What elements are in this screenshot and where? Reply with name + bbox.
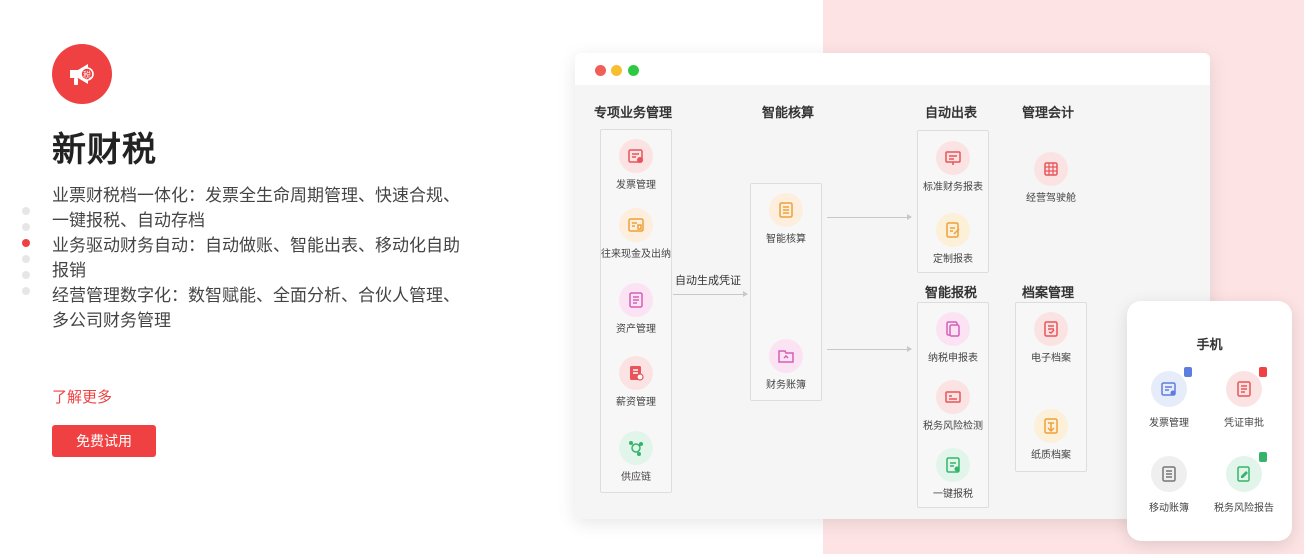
page-title: 新财税 xyxy=(52,130,157,170)
mobile-item-ledger[interactable]: 移动账簿 xyxy=(1129,456,1209,514)
payroll-icon xyxy=(619,356,653,390)
item-label: 往来现金及出纳 xyxy=(601,249,671,260)
section-title-accounting: 智能核算 xyxy=(762,106,815,121)
electronic-archive-icon xyxy=(1034,312,1068,346)
flow-arrow xyxy=(827,346,912,352)
close-dot-icon xyxy=(595,65,606,76)
item-label: 薪资管理 xyxy=(616,397,656,408)
item-label: 经营驾驶舱 xyxy=(1026,193,1076,204)
item-payroll-management[interactable]: 薪资管理 xyxy=(598,356,674,410)
custom-report-icon xyxy=(936,213,970,247)
mobile-voucher-icon xyxy=(1226,367,1267,407)
section-title-business: 专项业务管理 xyxy=(594,106,673,121)
ledger-icon xyxy=(769,339,803,373)
mobile-badge-icon xyxy=(1259,367,1267,377)
item-electronic-archive[interactable]: 电子档案 xyxy=(1013,312,1089,366)
product-logo: 税 xyxy=(52,44,112,104)
report-icon xyxy=(936,141,970,175)
feature-line: 业务驱动财务自动：自动做账、智能出表、移动化自助报销 xyxy=(52,236,460,281)
risk-check-icon xyxy=(936,380,970,414)
tax-return-icon xyxy=(936,312,970,346)
feature-description: 业票财税档一体化：发票全生命周期管理、快速合规、一键报税、自动存档 业务驱动财务… xyxy=(52,184,472,334)
mobile-item-label: 移动账簿 xyxy=(1149,503,1189,514)
item-label: 定制报表 xyxy=(933,254,973,265)
invoice-icon xyxy=(619,139,653,173)
carousel-dots xyxy=(22,207,30,303)
carousel-dot[interactable] xyxy=(22,287,30,295)
feature-line: 经营管理数字化：数智赋能、全面分析、合伙人管理、多公司财务管理 xyxy=(52,286,460,331)
item-one-click-tax[interactable]: 一键报税 xyxy=(915,448,991,502)
item-tax-return[interactable]: 纳税申报表 xyxy=(915,312,991,366)
mobile-item-voucher-approval[interactable]: 凭证审批 xyxy=(1204,367,1284,429)
item-label: 纸质档案 xyxy=(1031,450,1071,461)
item-label: 资产管理 xyxy=(616,324,656,335)
carousel-dot-active[interactable] xyxy=(22,239,30,247)
cockpit-icon xyxy=(1034,152,1068,186)
item-label: 税务风险检测 xyxy=(923,421,983,432)
mobile-invoice-icon xyxy=(1151,367,1192,407)
mobile-item-label: 凭证审批 xyxy=(1224,418,1264,429)
mobile-badge-icon xyxy=(1259,452,1267,462)
item-label: 智能核算 xyxy=(766,234,806,245)
flow-arrow xyxy=(673,291,748,297)
flow-arrow xyxy=(827,214,912,220)
svg-text:税: 税 xyxy=(83,70,91,80)
feature-line: 业票财税档一体化：发票全生命周期管理、快速合规、一键报税、自动存档 xyxy=(52,186,460,231)
section-title-management: 管理会计 xyxy=(1022,106,1075,121)
item-custom-reports[interactable]: 定制报表 xyxy=(915,213,991,267)
section-title-tax: 智能报税 xyxy=(925,286,978,301)
item-label: 标准财务报表 xyxy=(923,182,983,193)
item-paper-archive[interactable]: 纸质档案 xyxy=(1013,409,1089,463)
accounting-icon xyxy=(769,193,803,227)
maximize-dot-icon xyxy=(628,65,639,76)
item-label: 一键报税 xyxy=(933,489,973,500)
carousel-dot[interactable] xyxy=(22,271,30,279)
carousel-dot[interactable] xyxy=(22,223,30,231)
item-supply-chain[interactable]: 供应链 xyxy=(598,431,674,485)
minimize-dot-icon xyxy=(611,65,622,76)
asset-icon xyxy=(619,283,653,317)
mobile-item-label: 发票管理 xyxy=(1149,418,1189,429)
item-label: 发票管理 xyxy=(616,180,656,191)
item-smart-accounting[interactable]: 智能核算 xyxy=(748,193,824,247)
auto-voucher-label: 自动生成凭证 xyxy=(675,274,741,287)
item-standard-reports[interactable]: 标准财务报表 xyxy=(915,141,991,195)
window-title-bar xyxy=(575,53,1210,85)
free-trial-button[interactable]: 免费试用 xyxy=(52,425,156,457)
mobile-item-tax-risk-report[interactable]: 税务风险报告 xyxy=(1204,452,1284,514)
item-label: 电子档案 xyxy=(1031,353,1071,364)
item-tax-risk-check[interactable]: 税务风险检测 xyxy=(915,380,991,434)
item-invoice-management[interactable]: 发票管理 xyxy=(598,139,674,193)
section-title-archive: 档案管理 xyxy=(1022,286,1075,301)
learn-more-link[interactable]: 了解更多 xyxy=(52,388,113,406)
app-window-mockup: 专项业务管理 智能核算 自动出表 管理会计 智能报税 档案管理 自动生成凭证 发… xyxy=(575,53,1210,519)
mobile-item-invoice[interactable]: 发票管理 xyxy=(1129,367,1209,429)
megaphone-tax-icon: 税 xyxy=(70,64,94,85)
item-label: 财务账簿 xyxy=(766,380,806,391)
carousel-dot[interactable] xyxy=(22,255,30,263)
mobile-card: 手机 发票管理 凭证审批 移动账簿 税务风险报告 xyxy=(1127,301,1292,541)
item-financial-ledger[interactable]: 财务账簿 xyxy=(748,339,824,393)
mobile-tax-risk-icon xyxy=(1226,452,1267,492)
item-business-cockpit[interactable]: 经营驾驶舱 xyxy=(1013,152,1089,206)
cash-icon xyxy=(619,208,653,242)
item-label: 纳税申报表 xyxy=(928,353,978,364)
mobile-item-label: 税务风险报告 xyxy=(1214,503,1274,514)
section-title-reports: 自动出表 xyxy=(925,106,978,121)
item-label: 供应链 xyxy=(621,472,651,483)
paper-archive-icon xyxy=(1034,409,1068,443)
supply-chain-icon xyxy=(619,431,653,465)
mobile-ledger-icon xyxy=(1151,456,1187,492)
one-click-tax-icon xyxy=(936,448,970,482)
item-cash-cashier[interactable]: 往来现金及出纳 xyxy=(598,208,674,262)
mobile-card-title: 手机 xyxy=(1196,338,1223,353)
item-asset-management[interactable]: 资产管理 xyxy=(598,283,674,337)
carousel-dot[interactable] xyxy=(22,207,30,215)
mobile-badge-icon xyxy=(1184,367,1192,377)
